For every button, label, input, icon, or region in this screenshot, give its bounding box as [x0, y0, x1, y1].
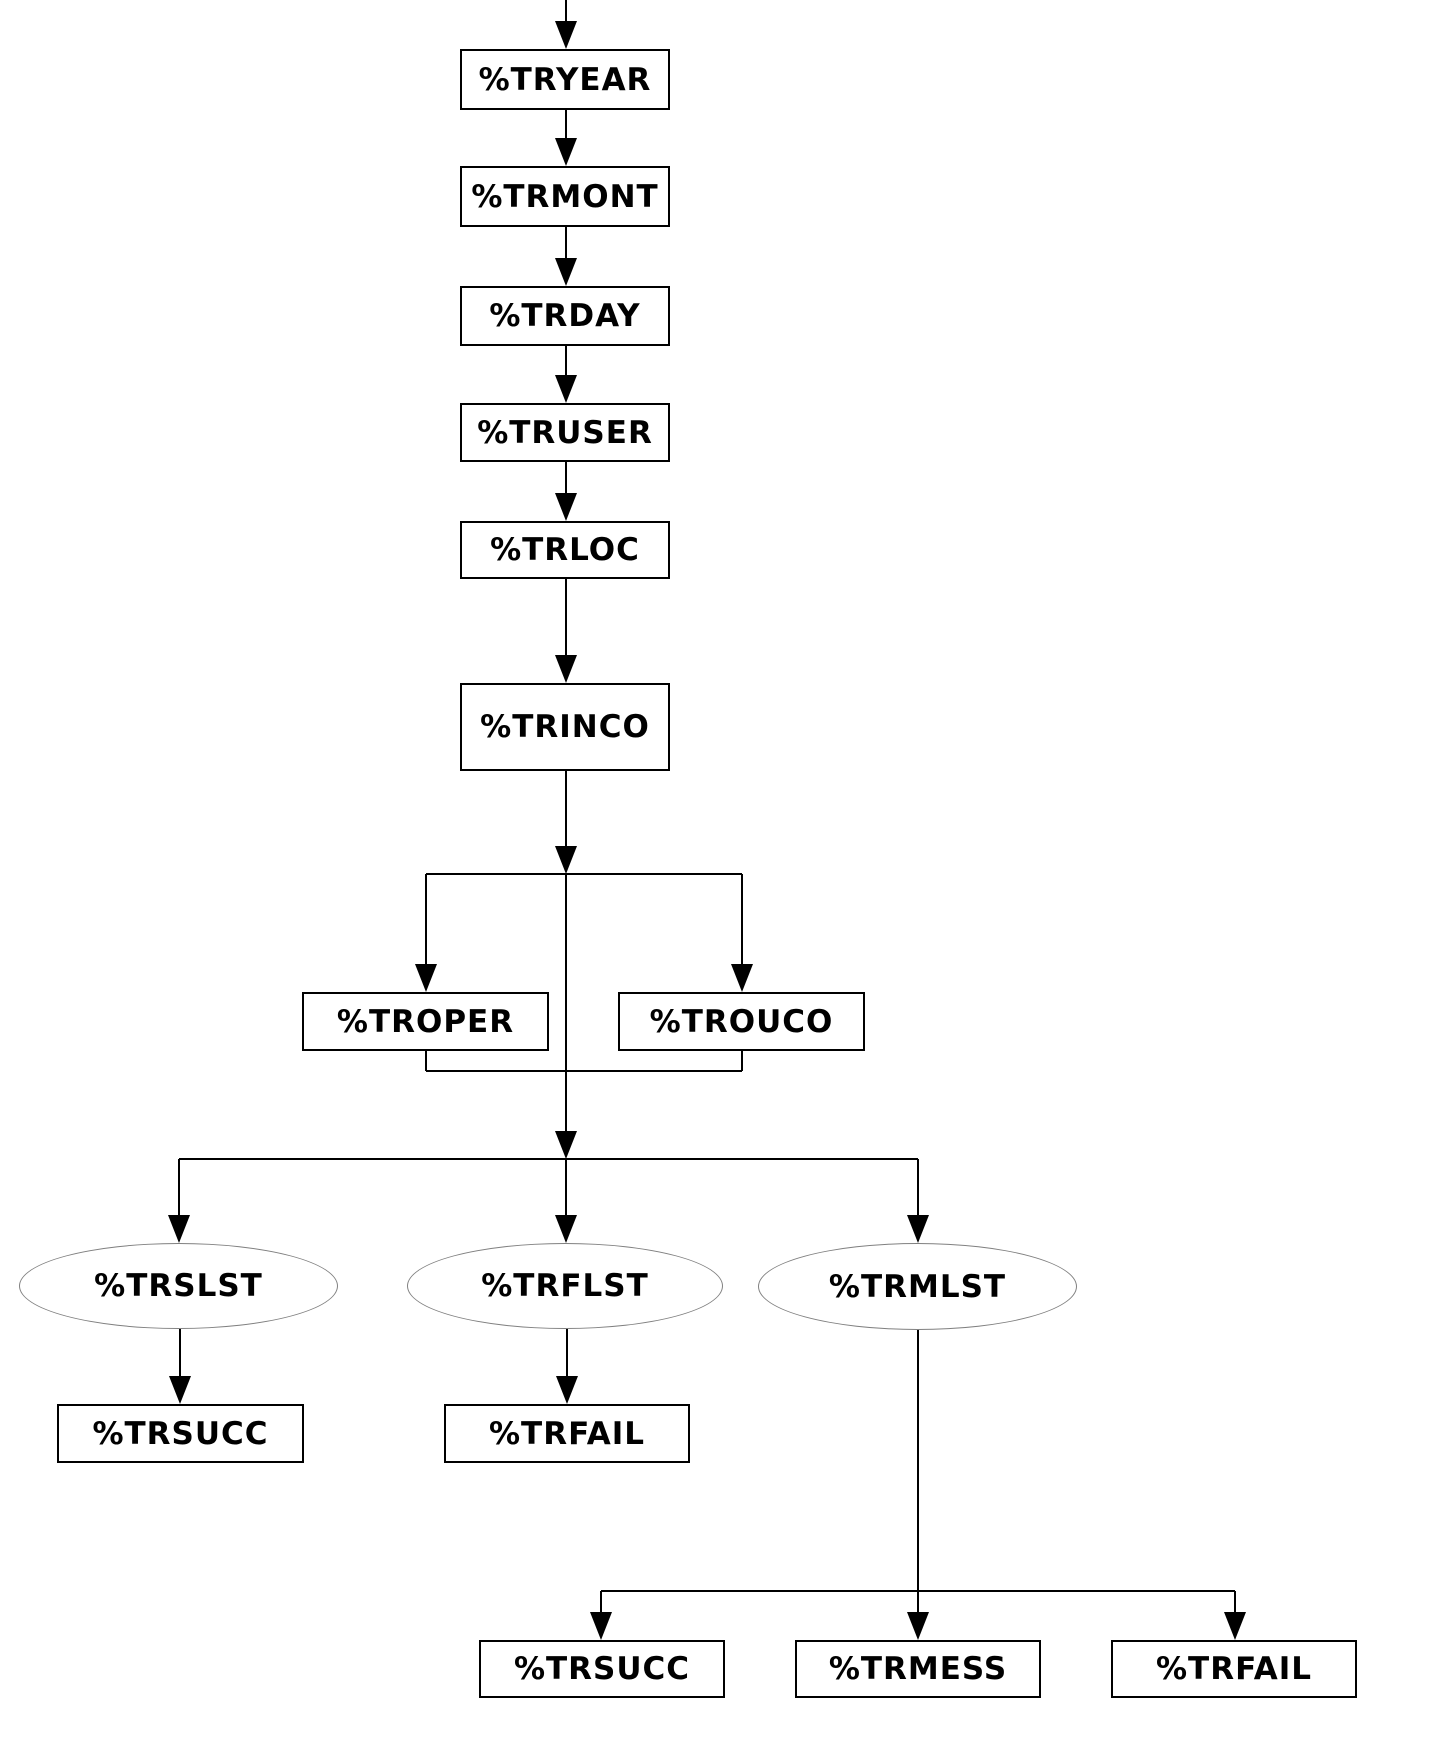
node-trfail-bottom: %TRFAIL [1111, 1640, 1357, 1698]
edge-trloc-trinco [555, 579, 577, 683]
edge-trflst-trfail [556, 1329, 578, 1404]
edge-branch-troper-trouco [415, 873, 753, 992]
node-trfail-mid: %TRFAIL [444, 1404, 690, 1463]
node-truser: %TRUSER [460, 403, 670, 462]
edge-tryear-trmont [555, 110, 577, 166]
node-trsucc-left: %TRSUCC [57, 1404, 304, 1463]
edge-threeway-rail [168, 1158, 929, 1243]
edge-trmlst-bottom-rail [590, 1330, 1246, 1640]
node-trsucc-bottom: %TRSUCC [479, 1640, 725, 1698]
edge-merge-rail [425, 1051, 743, 1072]
node-trflst: %TRFLST [407, 1243, 723, 1329]
edge-entry-tryear [555, 0, 577, 49]
node-trinco: %TRINCO [460, 683, 670, 771]
edge-trinco-junction [555, 771, 577, 874]
edge-center-to-threeway [555, 874, 577, 1159]
node-trday: %TRDAY [460, 286, 670, 346]
edge-trday-truser [555, 346, 577, 403]
node-tryear: %TRYEAR [460, 49, 670, 110]
edge-trmont-trday [555, 227, 577, 286]
node-trmess: %TRMESS [795, 1640, 1041, 1698]
node-trloc: %TRLOC [460, 521, 670, 579]
node-trslst: %TRSLST [19, 1243, 338, 1329]
node-trmont: %TRMONT [460, 166, 670, 227]
edge-truser-trloc [555, 462, 577, 521]
edge-trslst-trsucc [169, 1329, 191, 1404]
node-trmlst: %TRMLST [758, 1243, 1077, 1330]
node-trouco: %TROUCO [618, 992, 865, 1051]
node-troper: %TROPER [302, 992, 549, 1051]
